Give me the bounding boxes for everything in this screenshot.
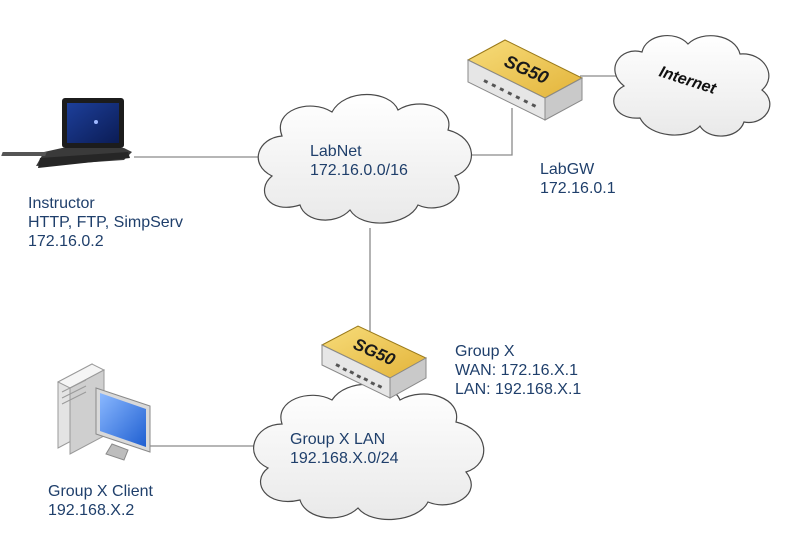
- labnet-name: LabNet: [310, 143, 362, 160]
- laptop-icon: [1, 98, 132, 168]
- instructor-name: Instructor: [28, 195, 95, 212]
- group-router-label: Group X WAN: 172.16.X.1 LAN: 192.168.X.1: [455, 342, 581, 399]
- group-lan-name: Group X LAN: [290, 431, 386, 448]
- group-router-wan: WAN: 172.16.X.1: [455, 362, 579, 379]
- group-router-icon: SG50: [320, 325, 428, 399]
- labgw-ip: 172.16.0.1: [540, 180, 616, 197]
- group-lan-subnet: 192.168.X.0/24: [290, 450, 399, 467]
- desktop-computer-icon: [56, 363, 151, 461]
- labnet-subnet: 172.16.0.0/16: [310, 162, 408, 179]
- group-router-name: Group X: [455, 343, 515, 360]
- instructor-ip: 172.16.0.2: [28, 233, 104, 250]
- labgw-label: LabGW 172.16.0.1: [540, 160, 616, 198]
- labgw-name: LabGW: [540, 161, 595, 178]
- instructor-label: Instructor HTTP, FTP, SimpServ 172.16.0.…: [28, 194, 183, 251]
- client-name: Group X Client: [48, 483, 153, 500]
- group-lan-cloud-icon: [253, 383, 485, 521]
- labnet-cloud-icon: [257, 93, 472, 224]
- labgw-router-icon: SG50: [466, 39, 584, 121]
- labnet-label: LabNet 172.16.0.0/16: [310, 142, 408, 180]
- internet-cloud-icon: Internet: [613, 35, 771, 137]
- instructor-services: HTTP, FTP, SimpServ: [28, 214, 183, 231]
- client-label: Group X Client 192.168.X.2: [48, 482, 153, 520]
- client-ip: 192.168.X.2: [48, 502, 135, 519]
- group-lan-label: Group X LAN 192.168.X.0/24: [290, 430, 399, 468]
- group-router-lan: LAN: 192.168.X.1: [455, 381, 582, 398]
